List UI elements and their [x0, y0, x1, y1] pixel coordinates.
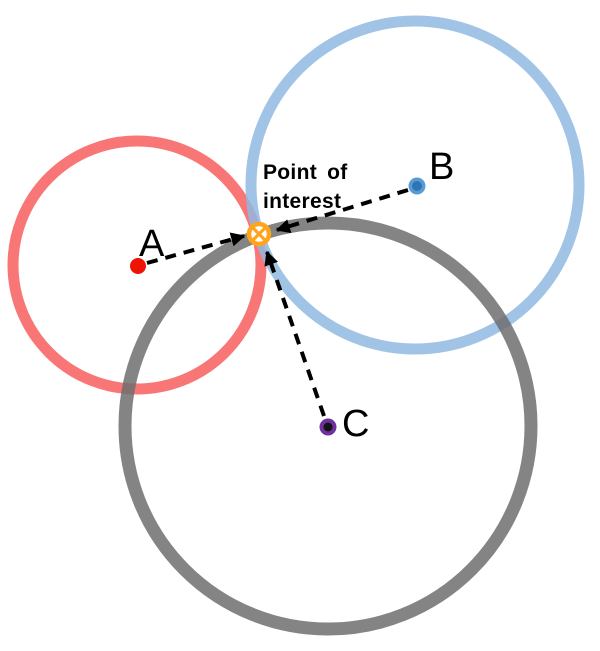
beacon-dot-a [130, 258, 146, 274]
poi-marker [246, 221, 272, 247]
poi-label-line2: interest [263, 190, 341, 213]
distance-arrow-c [264, 250, 326, 417]
range-circle-b [245, 15, 585, 355]
range-circle-c [118, 216, 538, 636]
beacon-label-c: C [342, 403, 369, 445]
beacon-dot-c-core [323, 422, 333, 432]
beacon-dot-b-core [412, 181, 422, 191]
distance-arrow-a [146, 232, 246, 265]
range-circle-a [7, 135, 267, 395]
poi-marker-x-icon [250, 225, 268, 243]
poi-label-line1: Point of [263, 161, 348, 184]
beacon-dot-b [408, 177, 426, 195]
beacon-dot-c [319, 418, 337, 436]
distance-arrow-b [275, 188, 409, 234]
beacon-label-a: A [139, 223, 165, 265]
beacon-label-b: B [429, 146, 454, 188]
